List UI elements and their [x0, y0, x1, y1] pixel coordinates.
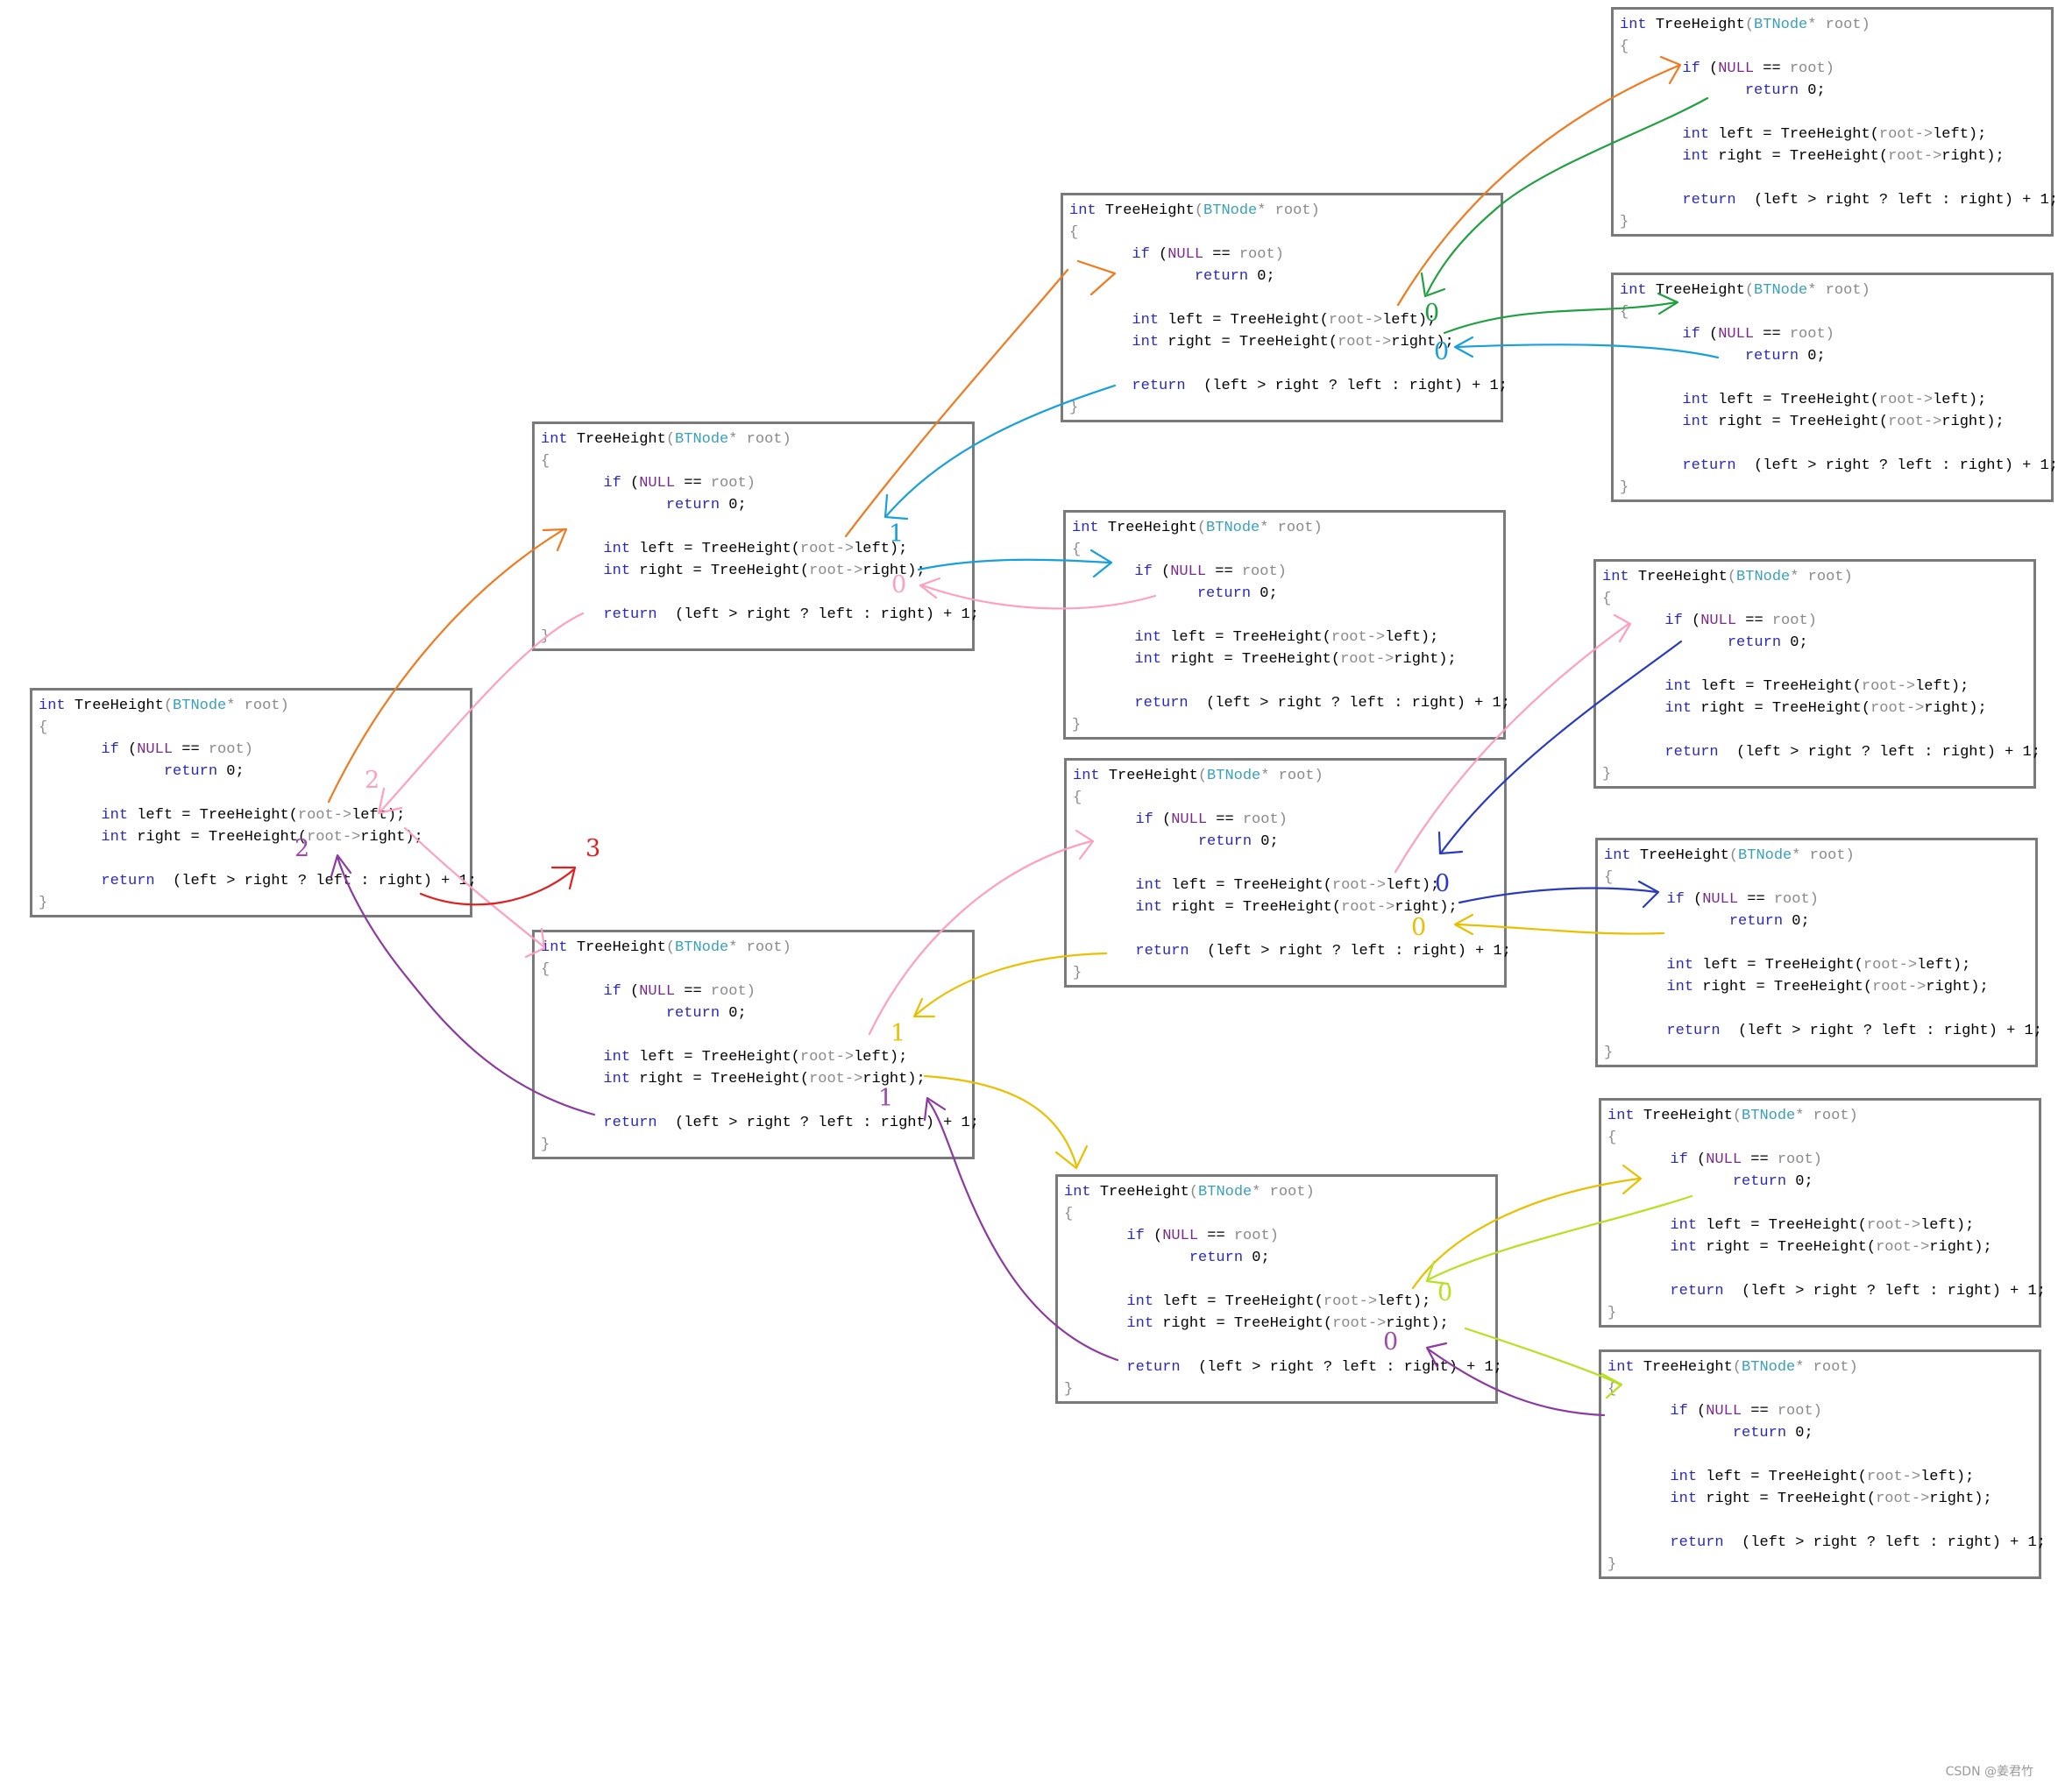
return-value-label: 0 — [1424, 300, 1440, 327]
frame-n5: int TreeHeight(BTNode* root) { if (NULL … — [1063, 510, 1510, 740]
return-value-label: 2 — [295, 835, 310, 862]
code-block: int TreeHeight(BTNode* root) { if (NULL … — [1607, 1359, 2046, 1573]
code-block: int TreeHeight(BTNode* root) { if (NULL … — [39, 698, 477, 911]
return-value-label: 0 — [1383, 1328, 1399, 1356]
code-block: int TreeHeight(BTNode* root) { if (NULL … — [1607, 1108, 2046, 1321]
code-block: int TreeHeight(BTNode* root) { if (NULL … — [1602, 569, 2040, 783]
frame-n12: int TreeHeight(BTNode* root) { if (NULL … — [1599, 1098, 2046, 1328]
return-value-label: 1 — [891, 1020, 906, 1047]
code-block: int TreeHeight(BTNode* root) { if (NULL … — [1064, 1184, 1502, 1398]
code-block: int TreeHeight(BTNode* root) { if (NULL … — [1620, 17, 2058, 230]
return-value-label: 1 — [889, 521, 905, 548]
code-block: int TreeHeight(BTNode* root) { if (NULL … — [1069, 202, 1508, 416]
return-value-label: 0 — [1434, 338, 1450, 365]
return-value-label: 3 — [585, 835, 601, 862]
frame-n10: int TreeHeight(BTNode* root) { if (NULL … — [1593, 559, 2040, 789]
return-value-label: 1 — [878, 1085, 894, 1112]
code-block: int TreeHeight(BTNode* root) { if (NULL … — [541, 431, 979, 645]
return-value-label: 0 — [1435, 870, 1451, 897]
return-value-label: 0 — [1437, 1279, 1453, 1307]
code-block: int TreeHeight(BTNode* root) { if (NULL … — [1604, 847, 2042, 1061]
frame-n2: int TreeHeight(BTNode* root) { if (NULL … — [532, 421, 979, 651]
frame-n9: int TreeHeight(BTNode* root) { if (NULL … — [1611, 273, 2058, 502]
code-block: int TreeHeight(BTNode* root) { if (NULL … — [1072, 520, 1510, 733]
code-block: int TreeHeight(BTNode* root) { if (NULL … — [1073, 768, 1511, 981]
return-value-label: 2 — [365, 767, 380, 794]
code-block: int TreeHeight(BTNode* root) { if (NULL … — [1620, 282, 2058, 496]
frame-n3: int TreeHeight(BTNode* root) { if (NULL … — [532, 930, 979, 1159]
return-value-label: 0 — [1411, 914, 1427, 941]
frame-n11: int TreeHeight(BTNode* root) { if (NULL … — [1595, 838, 2042, 1067]
frame-n1: int TreeHeight(BTNode* root) { if (NULL … — [30, 688, 477, 917]
frame-n13: int TreeHeight(BTNode* root) { if (NULL … — [1599, 1349, 2046, 1579]
code-block: int TreeHeight(BTNode* root) { if (NULL … — [541, 939, 979, 1153]
frame-n7: int TreeHeight(BTNode* root) { if (NULL … — [1055, 1174, 1502, 1404]
return-value-label: 0 — [891, 571, 907, 599]
watermark: CSDN @姜君竹 — [1945, 1765, 2033, 1779]
frame-n8: int TreeHeight(BTNode* root) { if (NULL … — [1611, 7, 2058, 237]
